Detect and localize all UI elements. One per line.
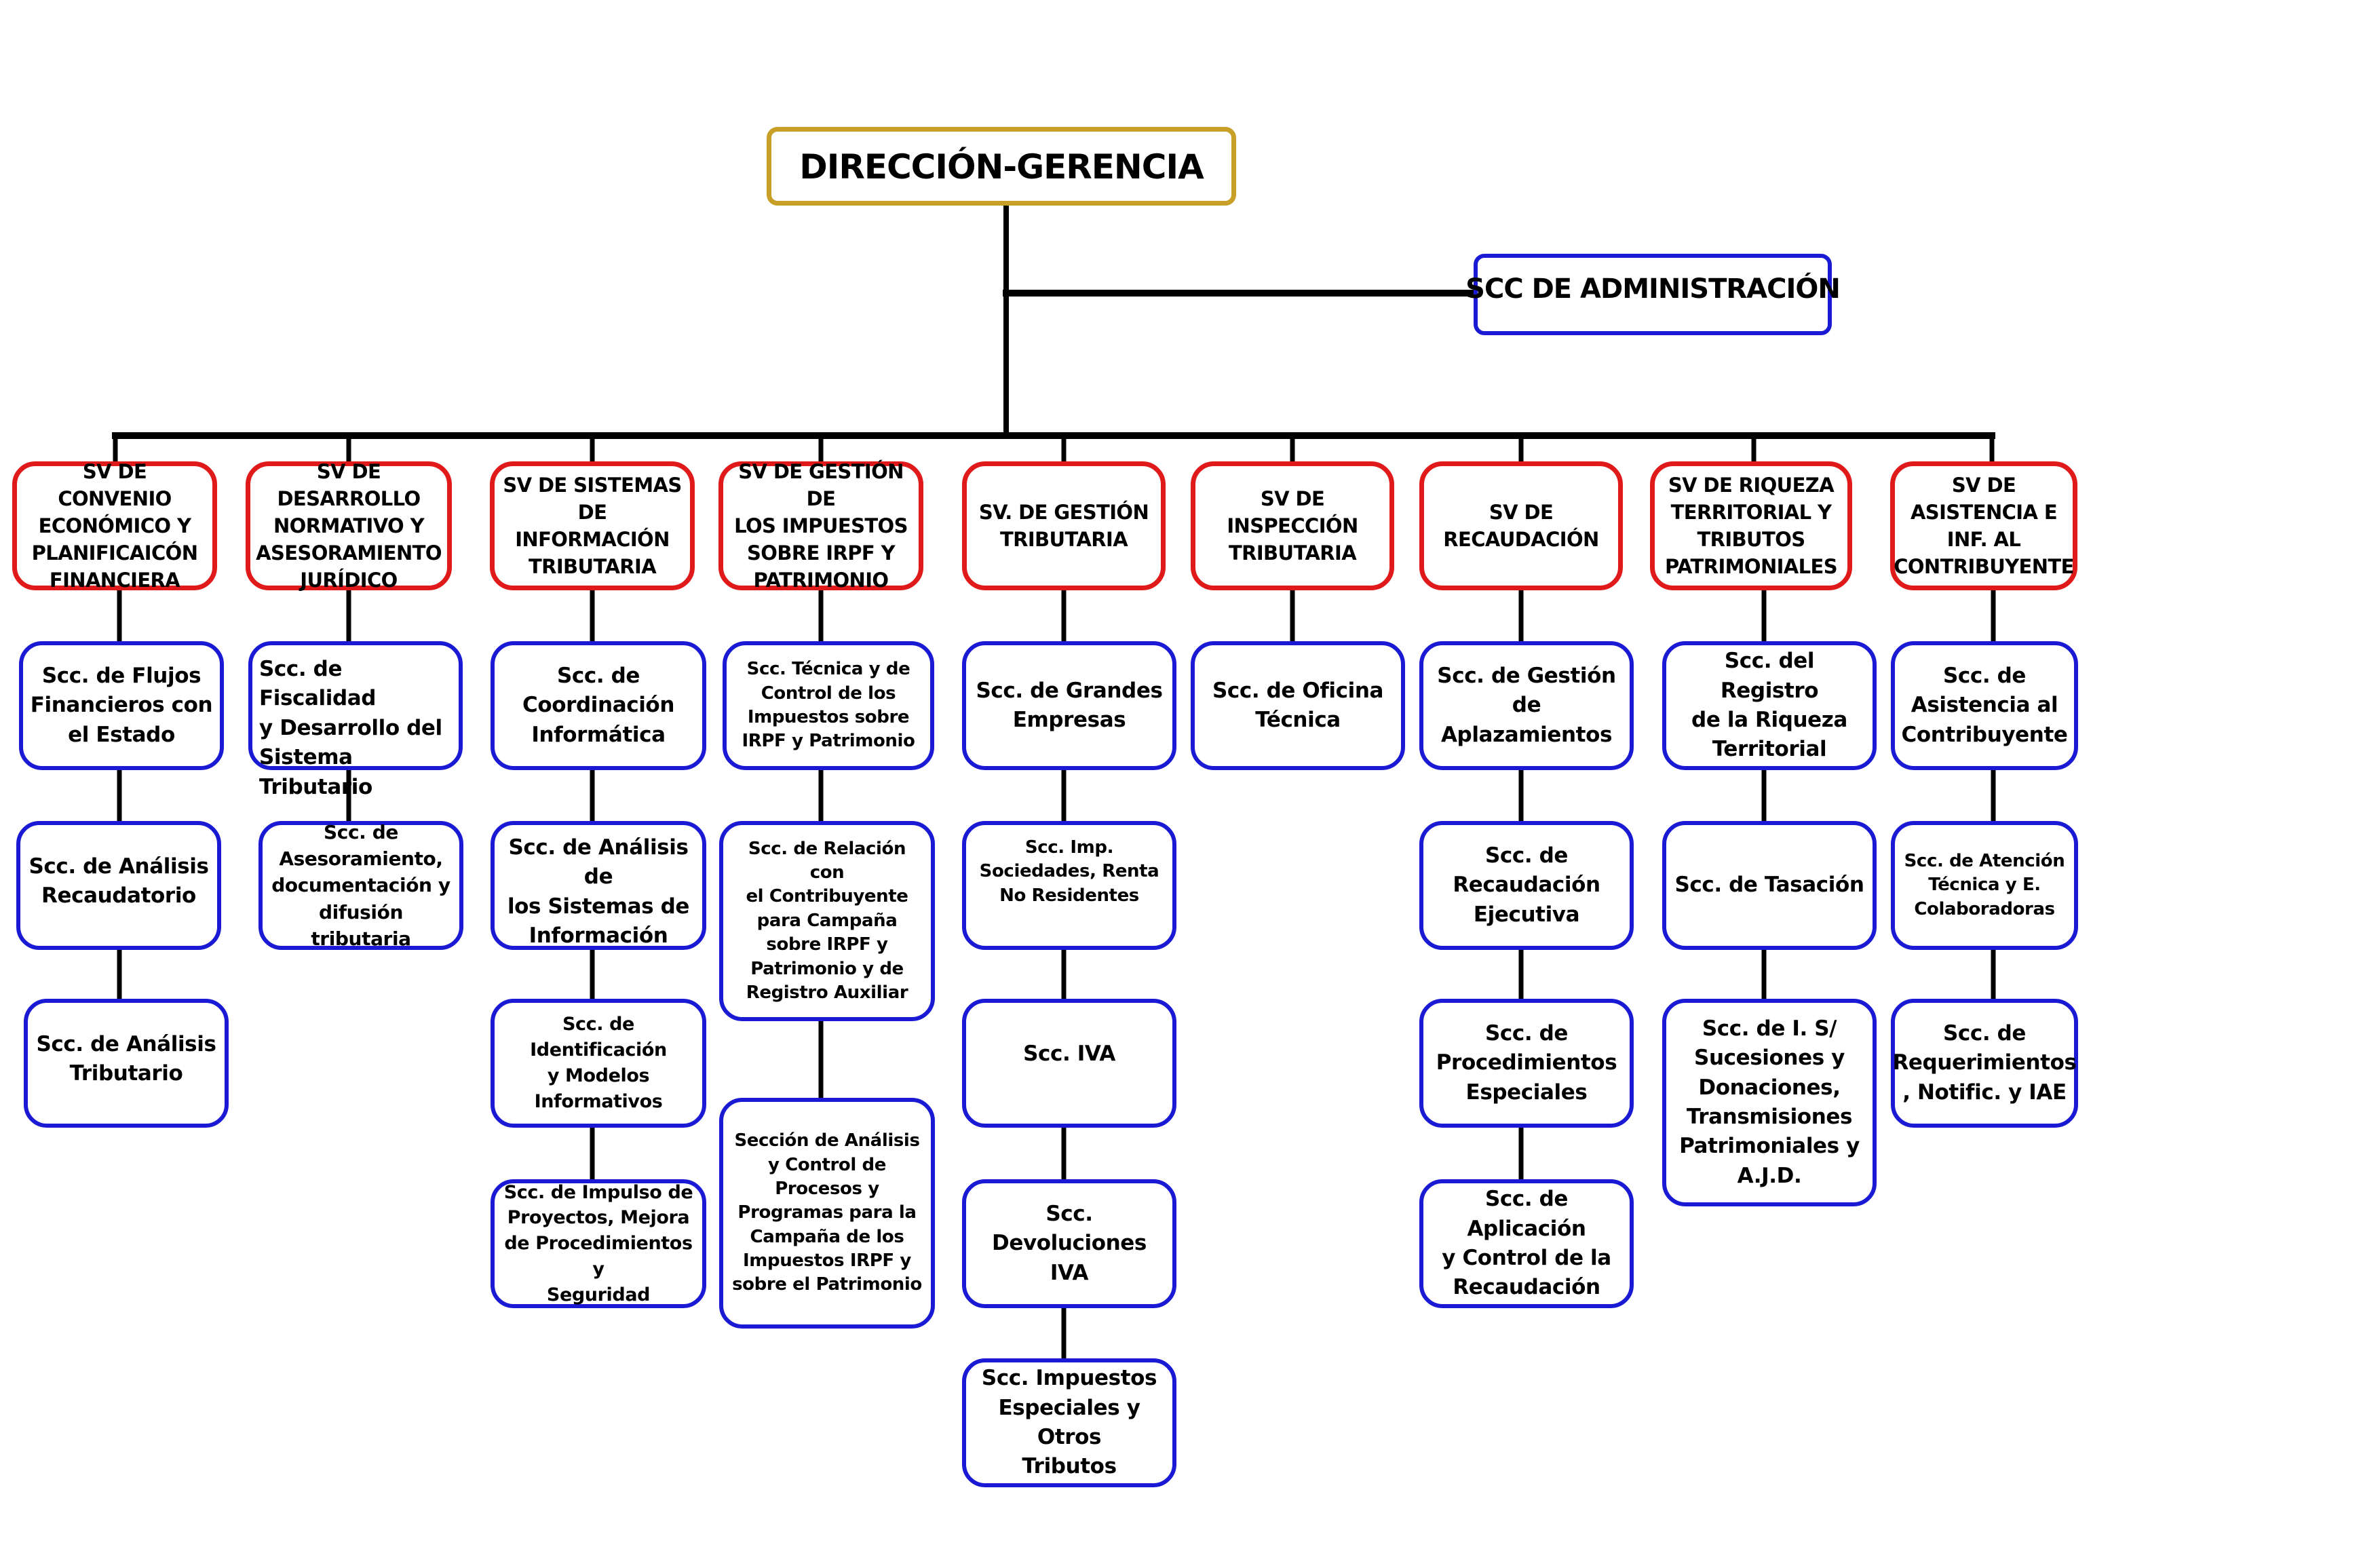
section-box-asistencia-contribuyente[interactable]: Scc. de Asistencia al Contribuyente [1891,641,2078,770]
section-box-aplicacion-control-recaudacion[interactable]: Scc. de Aplicación y Control de la Recau… [1419,1179,1634,1308]
section-box-sucesiones-donaciones[interactable]: Scc. de I. S/ Sucesiones y Donaciones, T… [1662,999,1877,1206]
section-box-flujos-financieros[interactable]: Scc. de Flujos Financieros con el Estado [19,641,224,770]
section-box-oficina-tecnica[interactable]: Scc. de Oficina Técnica [1191,641,1405,770]
section-box-requerimientos-notificaciones[interactable]: Scc. de Requerimientos , Notific. y IAE [1891,999,2078,1128]
section-box-devoluciones-iva[interactable]: Scc. Devoluciones IVA [962,1179,1176,1308]
section-box-gestion-aplazamientos[interactable]: Scc. de Gestión de Aplazamientos [1419,641,1634,770]
section-box-impuestos-especiales[interactable]: Scc. Impuestos Especiales y Otros Tribut… [962,1358,1176,1487]
section-box-registro-riqueza[interactable]: Scc. del Registro de la Riqueza Territor… [1662,641,1877,770]
section-box-analisis-sistemas-informacion[interactable]: Scc. de Análisis de los Sistemas de Info… [491,821,706,950]
section-box-coordinacion-informatica[interactable]: Scc. de Coordinación Informática [491,641,706,770]
section-box-atencion-tecnica[interactable]: Scc. de Atención Técnica y E. Colaborado… [1891,821,2078,950]
section-box-recaudacion-ejecutiva[interactable]: Scc. de Recaudación Ejecutiva [1419,821,1634,950]
section-box-grandes-empresas[interactable]: Scc. de Grandes Empresas [962,641,1176,770]
service-box-asistencia-contribuyente[interactable]: SV DE ASISTENCIA E INF. AL CONTRIBUYENTE [1890,461,2077,590]
service-box-desarrollo-normativo[interactable]: SV DE DESARROLLO NORMATIVO Y ASESORAMIEN… [246,460,452,592]
section-box-sociedades-no-residentes[interactable]: Scc. Imp. Sociedades, Renta No Residente… [962,821,1176,950]
scc-administracion-box[interactable]: SCC DE ADMINISTRACIÓN [1465,254,1841,335]
section-box-impulso-proyectos[interactable]: Scc. de Impulso de Proyectos, Mejora de … [491,1179,706,1308]
section-box-asesoramiento-documentacion[interactable]: Scc. de Asesoramiento, documentación y d… [258,821,463,950]
service-box-recaudacion[interactable]: SV DE RECAUDACIÓN [1419,461,1623,590]
section-box-tasacion[interactable]: Scc. de Tasación [1662,821,1877,950]
service-box-gestion-irpf-patrimonio[interactable]: SV DE GESTIÓN DE LOS IMPUESTOS SOBRE IRP… [718,460,923,592]
section-box-identificacion-modelos[interactable]: Scc. de Identificación y Modelos Informa… [491,999,706,1128]
service-box-sistemas-informacion[interactable]: SV DE SISTEMAS DE INFORMACIÓN TRIBUTARIA [490,461,695,590]
direccion-gerencia-box[interactable]: DIRECCIÓN-GERENCIA [767,127,1236,206]
service-box-gestion-tributaria[interactable]: SV. DE GESTIÓN TRIBUTARIA [962,461,1166,590]
service-box-convenio-economico[interactable]: SV DE CONVENIO ECONÓMICO Y PLANIFICAICÓN… [12,460,217,592]
section-box-tecnica-control-irpf[interactable]: Scc. Técnica y de Control de los Impuest… [723,641,934,770]
section-box-analisis-recaudatorio[interactable]: Scc. de Análisis Recaudatorio [16,821,221,950]
section-box-iva[interactable]: Scc. IVA [962,999,1176,1128]
section-box-analisis-control-procesos[interactable]: Sección de Análisis y Control de Proceso… [719,1098,935,1329]
section-box-analisis-tributario[interactable]: Scc. de Análisis Tributario [24,999,229,1128]
section-box-relacion-contribuyente[interactable]: Scc. de Relación con el Contribuyente pa… [719,821,935,1021]
service-box-inspeccion-tributaria[interactable]: SV DE INSPECCIÓN TRIBUTARIA [1191,461,1394,590]
section-box-fiscalidad-desarrollo[interactable]: Scc. de Fiscalidad y Desarrollo del Sist… [248,641,463,799]
section-box-procedimientos-especiales[interactable]: Scc. de Procedimientos Especiales [1419,999,1634,1128]
service-box-riqueza-territorial[interactable]: SV DE RIQUEZA TERRITORIAL Y TRIBUTOS PAT… [1650,461,1852,590]
